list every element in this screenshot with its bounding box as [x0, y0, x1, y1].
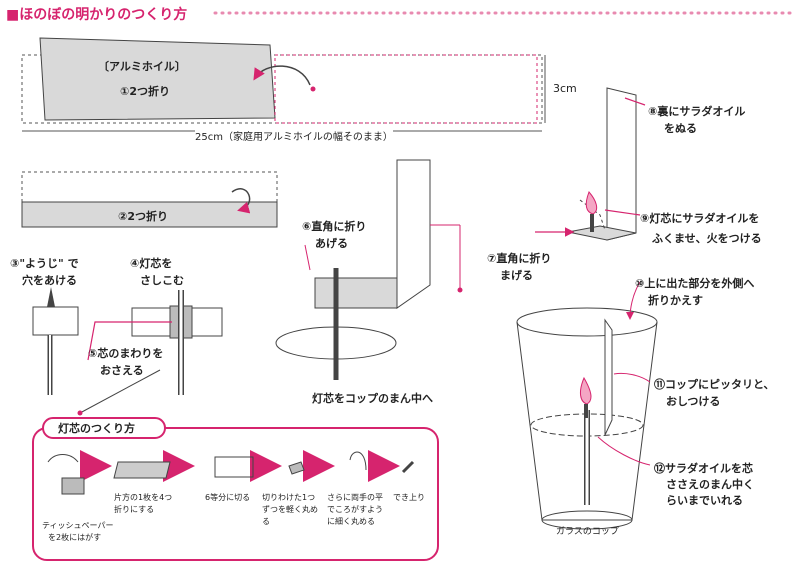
- step9-line2: ふくませ、火をつける: [652, 232, 762, 245]
- flame-top: [585, 191, 598, 215]
- toothpick: [47, 287, 55, 307]
- step2-label: ②2つ折り: [118, 210, 168, 223]
- step12-line1: ⑫サラダオイルを芯: [654, 462, 753, 475]
- wick-step4-line1: 切りわけた1つ: [262, 493, 316, 502]
- wick-step2-line2: 折りにする: [114, 505, 155, 514]
- step4-line2: さしこむ: [140, 274, 184, 287]
- foil-upright: [606, 87, 637, 241]
- step5-line2: おさえる: [100, 364, 144, 377]
- step1-label: ①2つ折り: [120, 85, 170, 98]
- cup-rim-1: [275, 326, 397, 360]
- wick-step4-line3: る: [262, 517, 270, 526]
- wick-step5-line1: さらに両手の平: [327, 493, 383, 502]
- wick-title: 灯芯のつくり方: [58, 422, 135, 435]
- step11-line2: おしつける: [666, 395, 721, 408]
- wick-step5-line3: に細く丸める: [327, 517, 375, 526]
- foil-strip-folded: [21, 201, 278, 228]
- fold-arrow-1: [253, 65, 311, 86]
- step4-line1: ④灯芯を: [130, 257, 173, 270]
- folded-tissue: [113, 461, 171, 479]
- foil-height: 3cm: [553, 82, 577, 95]
- step3-line2: 穴をあける: [22, 274, 77, 287]
- step6-line2: あげる: [315, 237, 348, 250]
- step3-line1: ③"ようじ" で: [10, 257, 79, 270]
- wick-step5-line2: でころがすよう: [327, 505, 383, 514]
- step11-line1: ⑪コップにピッタリと、: [654, 378, 775, 391]
- folded-up-foil: [396, 159, 431, 309]
- step7-line2: まげる: [500, 269, 533, 282]
- step7-line1: ⑦直角に折り: [487, 252, 552, 265]
- step12-line3: らいまでいれる: [666, 494, 743, 507]
- foil-width: 25cm（家庭用アルミホイルの幅そのまま）: [195, 128, 393, 143]
- step6-line1: ⑥直角に折り: [302, 220, 367, 233]
- wick-step6: でき上り: [393, 493, 425, 502]
- foil-fold-target: [274, 54, 538, 124]
- flame-cup: [579, 376, 592, 405]
- center-wick-label: 灯芯をコップのまん中へ: [312, 392, 433, 405]
- step8-line1: ⑧裏にサラダオイル: [648, 105, 746, 118]
- wick-step1-line1: ティッシュペーパー: [42, 521, 114, 530]
- step10-line2: 折りかえす: [648, 294, 703, 307]
- step5-line1: ⑤芯のまわりを: [88, 347, 164, 360]
- wick-step3: 6等分に切る: [205, 493, 251, 502]
- wick-step4-line2: ずつを軽く丸め: [262, 505, 318, 514]
- step12-line2: ささえのまん中く: [666, 478, 754, 491]
- step10-line1: ⑩上に出た部分を外側へ: [635, 277, 755, 290]
- step8-line2: をぬる: [664, 122, 697, 135]
- glass-cup-label: ガラスのコップ: [556, 527, 619, 537]
- page-title: ■ほのぼの明かりのつくり方: [6, 7, 188, 23]
- glass-body: [516, 321, 658, 521]
- wick-step1-line2: を2枚にはがす: [48, 533, 102, 542]
- glass-rim: [516, 307, 658, 337]
- wick-howto-box: [32, 427, 439, 561]
- hands-rolling: [349, 451, 367, 471]
- step9-line1: ⑨灯芯にサラダオイルを: [640, 212, 760, 225]
- foil-label: 〔アルミホイル〕: [98, 60, 186, 73]
- wick-step2-line1: 片方の1枚を4つ: [114, 493, 173, 502]
- foil-folded: [39, 37, 276, 121]
